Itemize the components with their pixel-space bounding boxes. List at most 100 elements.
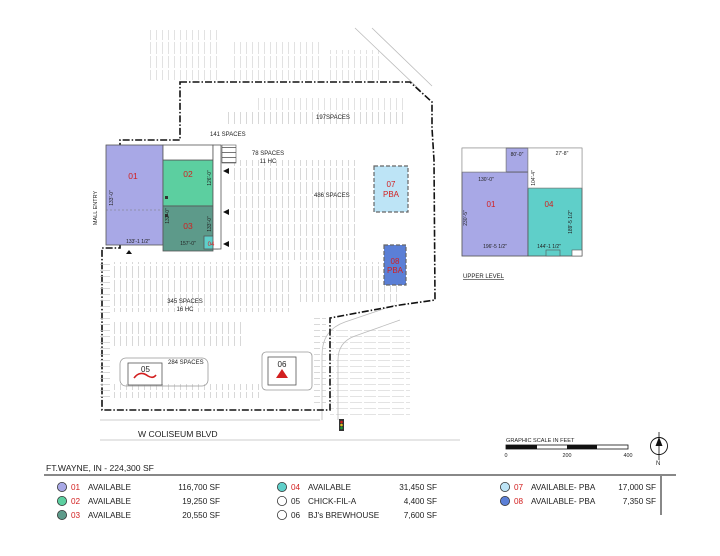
mall-building (105, 144, 237, 252)
legend-swatch-04 (276, 481, 287, 492)
dim-d02: 126'-0" (207, 170, 213, 186)
dim-u03: 27'-8" (556, 151, 569, 157)
legend-status-04: AVAILABLE (308, 483, 351, 492)
dim-u05: 196'-5 1/2" (483, 244, 507, 250)
upper-level-label: UPPER LEVEL (463, 274, 505, 280)
legend-swatch-05 (276, 495, 287, 506)
legend-status-07: AVAILABLE- PBA (531, 483, 596, 492)
entry-markers (126, 168, 229, 254)
outparcels (119, 165, 409, 391)
scale-tick-400: 400 (624, 453, 633, 459)
parking-rows (100, 110, 405, 406)
legend-swatch-07 (499, 481, 510, 492)
legend-swatch-01 (57, 481, 68, 492)
dim-d05: 157'-0" (180, 241, 196, 247)
legend-status-06: BJ's BREWHOUSE (308, 511, 380, 520)
legend-swatch-06 (276, 509, 287, 520)
legend-swatch-08 (499, 495, 510, 506)
upper-space-04 (527, 187, 583, 257)
stairs-hatch (221, 144, 237, 164)
traffic-signal-icon (339, 419, 344, 431)
scale-tick-0: 0 (505, 453, 508, 459)
north-label: N (656, 461, 660, 467)
legend-status-08: AVAILABLE- PBA (531, 497, 596, 506)
space-01 (105, 144, 164, 246)
road-label: W COLISEUM BLVD (138, 429, 218, 439)
service-corridor (162, 144, 214, 161)
bjs-logo (276, 369, 288, 378)
legend-status-01: AVAILABLE (88, 483, 131, 492)
legend-sf-01: 116,700 SF (178, 483, 220, 492)
space-07-label: 07 (387, 180, 396, 189)
legend-sf-05: 4,400 SF (404, 497, 437, 506)
map-labels: FT.WAYNE, IN - 224,300 SF W COLISEUM BLV… (46, 115, 660, 473)
access-roads (100, 27, 460, 441)
space-06-pad (261, 351, 313, 391)
parking-label-141: 141 SPACES (210, 132, 246, 138)
scale-title: GRAPHIC SCALE IN FEET (506, 438, 575, 444)
legend-sf-07: 17,000 SF (618, 483, 656, 492)
scale-tick-200: 200 (563, 453, 572, 459)
space-08-sub: PBA (387, 266, 404, 275)
legend-status-03: AVAILABLE (88, 511, 131, 520)
legend-swatch-02 (57, 495, 68, 506)
space-08-label: 08 (391, 257, 400, 266)
city-line: FT.WAYNE, IN - 224,300 SF (46, 463, 154, 473)
upper-level-plan (461, 147, 583, 257)
parking-hc-16: 16 HC (176, 307, 194, 313)
space-03-label: 03 (183, 221, 193, 231)
legend-num-01: 01 (71, 483, 81, 492)
legend-sf-06: 7,600 SF (404, 511, 437, 520)
parking-label-486: 486 SPACES (314, 193, 350, 199)
upper-space-01 (461, 171, 529, 257)
graphic-scale (505, 444, 629, 450)
space-08 (383, 244, 407, 286)
dim-u07: 189'-5 1/2" (568, 210, 574, 234)
dim-d03b: 133'-0" (207, 216, 213, 232)
legend-num-06: 06 (291, 511, 301, 520)
legend-status-05: CHICK-FIL-A (308, 497, 357, 506)
dim-u06: 144'-1 1/2" (537, 244, 561, 250)
upper-space-01-label: 01 (487, 200, 496, 209)
dim-u02: 80'-0" (511, 152, 524, 158)
space-05-pad (119, 357, 209, 387)
legend-num-02: 02 (71, 497, 81, 506)
legend-num-07: 07 (514, 483, 524, 492)
space-01-label: 01 (128, 171, 138, 181)
space-02-label: 02 (183, 169, 193, 179)
dim-u01: 130'-0" (478, 177, 494, 183)
legend-num-05: 05 (291, 497, 301, 506)
dim-u08: 104'-4" (531, 170, 537, 186)
space-04-label: 04 (208, 242, 215, 248)
dim-d01: 133'-0" (109, 190, 115, 206)
legend-num-04: 04 (291, 483, 301, 492)
parking-label-345: 345 SPACES (167, 299, 203, 305)
parking-hc-11: 11 HC (260, 159, 277, 165)
chick-fil-a-logo (133, 372, 157, 379)
north-arrow-icon (650, 432, 668, 460)
legend-sf-03: 20,550 SF (182, 511, 220, 520)
parking-label-284: 284 SPACES (168, 360, 204, 366)
dim-d04: 133'-1 1/2" (126, 239, 150, 245)
parking-label-78: 78 SPACES (252, 151, 284, 157)
legend-sf-02: 19,250 SF (182, 497, 220, 506)
legend-sf-08: 7,350 SF (623, 497, 656, 506)
outer-parking (150, 30, 410, 420)
space-07-sub: PBA (383, 190, 400, 199)
legend-num-03: 03 (71, 511, 81, 520)
parking-label-197: 197SPACES (316, 115, 350, 121)
property-boundary (101, 81, 436, 411)
legend-swatch-03 (57, 509, 68, 520)
legend-sf-04: 31,450 SF (399, 483, 437, 492)
space-07 (373, 165, 409, 213)
upper-space-04-label: 04 (545, 200, 554, 209)
dim-d03a: 132'-0" (165, 208, 171, 224)
space-02 (162, 159, 214, 207)
space-06-label: 06 (278, 360, 287, 369)
dim-u04: 230'-5" (463, 210, 469, 226)
legend-num-08: 08 (514, 497, 524, 506)
legend-status-02: AVAILABLE (88, 497, 131, 506)
space-05-label: 05 (141, 365, 150, 374)
